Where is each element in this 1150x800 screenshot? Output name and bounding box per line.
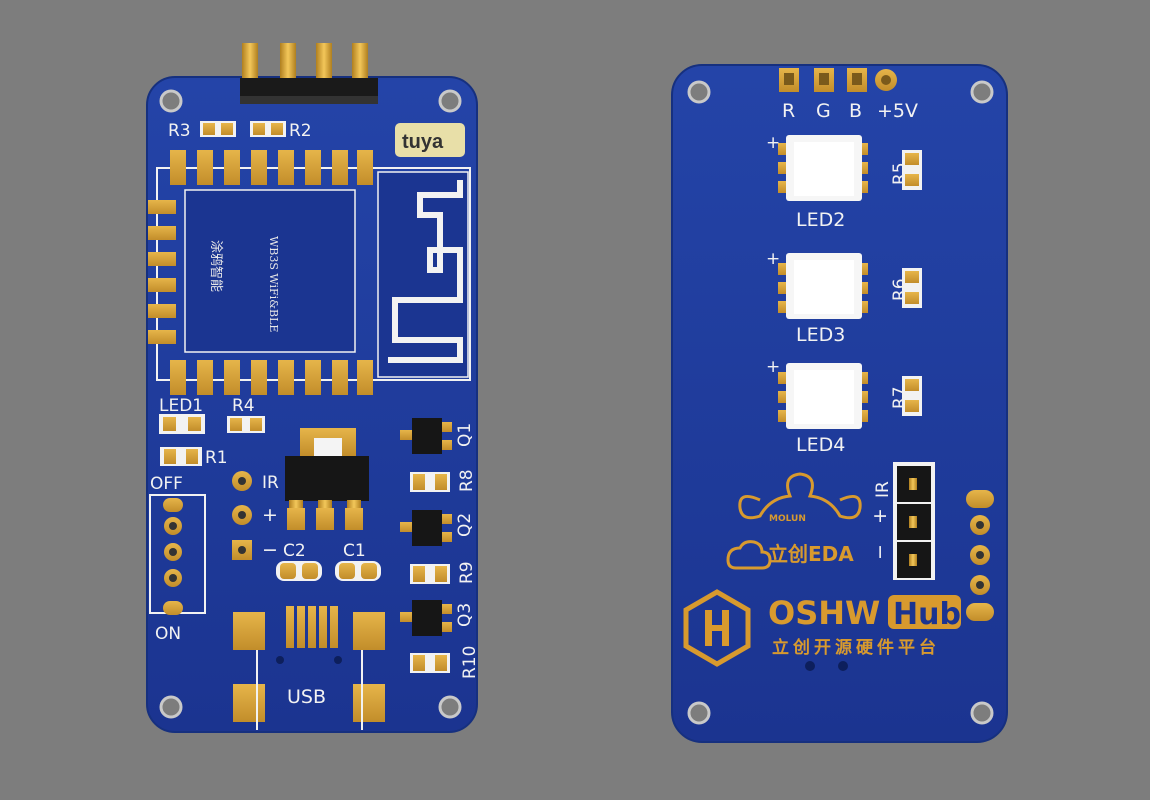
- label-on: ON: [155, 624, 181, 644]
- resistor-r8: [410, 472, 450, 492]
- label-q2: Q2: [455, 513, 475, 537]
- label-g-pad: G: [816, 100, 831, 122]
- right-pcb-board: R G B +5V + LED2 R5: [671, 64, 1008, 743]
- tuya-logo: tuya: [395, 123, 465, 157]
- label-off: OFF: [150, 474, 183, 494]
- mounting-holes-left: [159, 89, 462, 719]
- label-r2: R2: [289, 121, 312, 141]
- tuya-logo-text: tuya: [402, 131, 444, 153]
- label-r3: R3: [168, 121, 191, 141]
- label-q1: Q1: [455, 423, 475, 447]
- capacitor-c1: [335, 561, 381, 581]
- label-r1: R1: [205, 448, 228, 468]
- label-r6: R6: [890, 278, 910, 301]
- label-r9: R9: [457, 561, 477, 584]
- label-r8: R8: [457, 469, 477, 492]
- oshw-subtitle: 立创开源硬件平台: [772, 637, 940, 658]
- label-usb: USB: [287, 686, 326, 708]
- label-plus-left: +: [262, 504, 278, 526]
- label-q3: Q3: [455, 603, 475, 627]
- label-r4: R4: [232, 396, 255, 416]
- capacitor-c2: [276, 561, 322, 581]
- label-ir-left: IR: [262, 473, 279, 493]
- module-text-brand: 涂鸦智能: [208, 240, 224, 292]
- resistor-r4: [227, 416, 265, 433]
- hub-text: Hub: [893, 597, 961, 632]
- usb-connector: [233, 606, 385, 730]
- slide-switch: [149, 494, 206, 615]
- lceda-logo: 立创EDA: [726, 540, 854, 570]
- rgb-output-pads: [779, 68, 897, 92]
- resistor-r6: [902, 268, 922, 308]
- mounting-holes-right: [687, 80, 994, 725]
- label-minus-right: −: [869, 544, 891, 560]
- resistor-r2: [250, 121, 286, 137]
- resistor-r9: [410, 564, 450, 584]
- resistor-r7: [902, 376, 922, 416]
- label-minus-left: −: [262, 539, 278, 561]
- led3-plus-mark: +: [766, 249, 780, 269]
- resistor-r1: [160, 447, 202, 466]
- led2-plus-mark: +: [766, 133, 780, 153]
- ir-header-3pin: [893, 462, 935, 580]
- label-led1: LED1: [159, 396, 203, 416]
- transistor-q2: [400, 510, 452, 546]
- rgb-led-led3: [778, 253, 868, 319]
- label-r-pad: R: [782, 100, 795, 122]
- label-ir-right: IR: [873, 481, 893, 498]
- voltage-regulator: [285, 428, 369, 530]
- antenna-trace: [388, 180, 463, 363]
- label-c1: C1: [343, 541, 366, 561]
- label-led3: LED3: [796, 324, 845, 346]
- ir-connector-pads: [232, 471, 252, 560]
- transistor-q3: [400, 600, 452, 636]
- resistor-r10: [410, 653, 450, 673]
- label-plus-right: +: [869, 508, 891, 524]
- module-text-model: WB3S WiFi&BLE: [267, 236, 280, 332]
- module-left-pads: [148, 200, 176, 344]
- rgb-led-led4: [778, 363, 868, 429]
- lceda-logo-text: 立创EDA: [768, 542, 854, 566]
- led1-component: [159, 414, 205, 434]
- oshwhub-logo: OSHW Hub 立创开源硬件平台: [683, 589, 961, 667]
- oshw-text: OSHW: [768, 594, 880, 632]
- label-r5: R5: [890, 162, 910, 185]
- edge-pads-right: [966, 490, 994, 621]
- resistor-r5: [902, 150, 922, 190]
- led4-plus-mark: +: [766, 357, 780, 377]
- label-r10: R10: [460, 646, 480, 679]
- resistor-r3: [200, 121, 236, 137]
- label-led2: LED2: [796, 209, 845, 231]
- label-b-pad: B: [849, 100, 862, 122]
- label-c2: C2: [283, 541, 306, 561]
- label-5v-pad: +5V: [877, 100, 918, 122]
- left-pcb-board: R3 R2 tuya: [146, 43, 480, 733]
- label-r7: R7: [890, 386, 910, 409]
- wifi-module: WB3S WiFi&BLE 涂鸦智能: [148, 150, 471, 395]
- module-top-pads: [170, 150, 373, 185]
- label-led4: LED4: [796, 434, 845, 456]
- rgb-led-led2: [778, 135, 868, 201]
- molun-logo: MOLUN: [738, 472, 862, 524]
- module-bottom-pads: [170, 360, 373, 395]
- transistor-q1: [400, 418, 452, 454]
- pin-header-4pin: [240, 43, 378, 104]
- molun-logo-text: MOLUN: [769, 514, 806, 524]
